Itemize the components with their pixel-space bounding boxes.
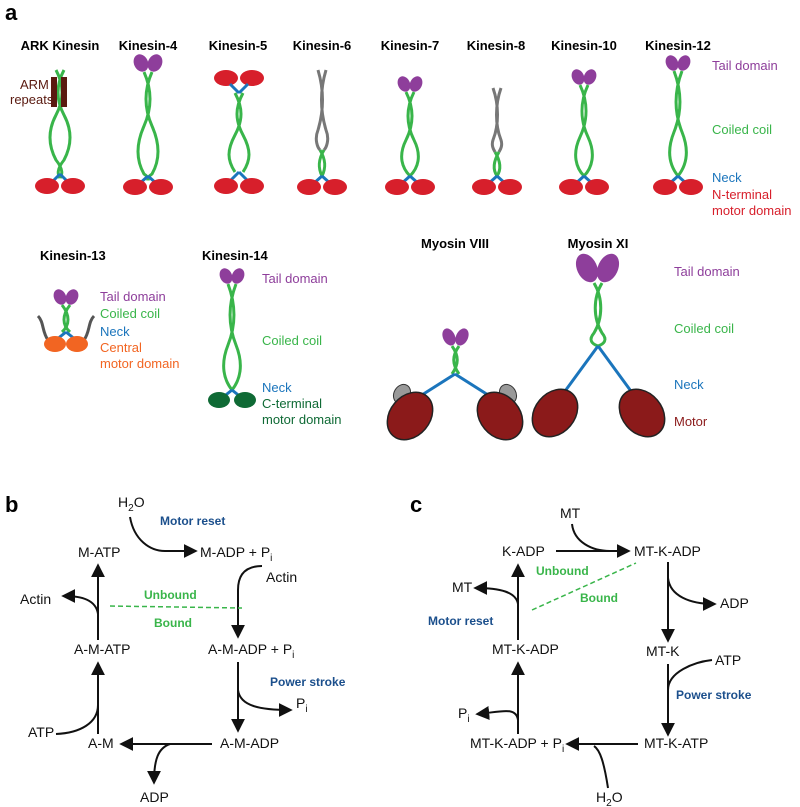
myosin-coil-label: Coiled coil xyxy=(674,321,734,336)
kinesin-6-glyph xyxy=(297,69,347,195)
myosin-xi-glyph xyxy=(531,253,666,438)
kinesin-5-glyph xyxy=(214,70,264,194)
kinesin-7-glyph xyxy=(385,76,435,195)
c-arrows xyxy=(473,523,717,789)
legend-neck: Neck xyxy=(712,170,742,185)
kinesin-4-glyph xyxy=(123,54,173,195)
b-divider xyxy=(109,605,243,609)
b-a-m-adp: A-M-ADP xyxy=(220,735,279,751)
b-motor-reset: Motor reset xyxy=(160,514,225,528)
name-kinesin-14: Kinesin-14 xyxy=(202,248,269,263)
c-mt-in: MT xyxy=(560,505,581,521)
b-actin-in: Actin xyxy=(266,569,297,585)
k13-coil-label: Coiled coil xyxy=(100,306,160,321)
kinesin-8-glyph xyxy=(472,87,522,195)
myosin-viii-glyph xyxy=(386,328,524,441)
b-atp: ATP xyxy=(28,724,54,740)
c-power-stroke: Power stroke xyxy=(676,688,752,702)
k13-tail-label: Tail domain xyxy=(100,289,166,304)
c-adp-out: ADP xyxy=(720,595,749,611)
k13-neck-label: Neck xyxy=(100,324,130,339)
b-a-m: A-M xyxy=(88,735,114,751)
kinesin-13-glyph xyxy=(36,289,96,352)
k13-motor-1: Central xyxy=(100,340,142,355)
c-divider xyxy=(531,562,637,611)
legend-coiled-coil: Coiled coil xyxy=(712,122,772,137)
k14-coil-label: Coiled coil xyxy=(262,333,322,348)
panel-c-label: c xyxy=(410,492,422,517)
arm-label-1: ARM xyxy=(20,77,49,92)
name-kinesin-10: Kinesin-10 xyxy=(551,38,617,53)
b-h2o: H2O xyxy=(118,494,145,514)
b-a-m-atp: A-M-ATP xyxy=(74,641,131,657)
b-a-m-adp-pi: A-M-ADP + Pi xyxy=(208,641,294,661)
b-pi-out: Pi xyxy=(296,695,308,715)
c-mt-k-adp-mid: MT-K-ADP xyxy=(492,641,559,657)
c-pi-out: Pi xyxy=(458,705,470,725)
b-m-adp-pi: M-ADP + Pi xyxy=(200,544,272,564)
k14-neck-label: Neck xyxy=(262,380,292,395)
name-ark-kinesin: ARK Kinesin xyxy=(21,38,100,53)
b-actin-out: Actin xyxy=(20,591,51,607)
k13-motor-2: motor domain xyxy=(100,356,179,371)
ark-kinesin-glyph xyxy=(35,69,85,194)
myosin-neck-label: Neck xyxy=(674,377,704,392)
b-adp: ADP xyxy=(140,789,169,805)
c-mt-out: MT xyxy=(452,579,473,595)
name-kinesin-6: Kinesin-6 xyxy=(293,38,352,53)
row1-names: ARK Kinesin Kinesin-4 Kinesin-5 Kinesin-… xyxy=(21,38,711,53)
c-k-adp: K-ADP xyxy=(502,543,545,559)
myosin-tail-label: Tail domain xyxy=(674,264,740,279)
c-unbound: Unbound xyxy=(536,564,589,578)
c-motor-reset: Motor reset xyxy=(428,614,493,628)
name-kinesin-13: Kinesin-13 xyxy=(40,248,106,263)
name-kinesin-7: Kinesin-7 xyxy=(381,38,440,53)
kinesin-12-glyph xyxy=(653,55,703,195)
c-mt-k: MT-K xyxy=(646,643,680,659)
c-mt-k-adp-pi: MT-K-ADP + Pi xyxy=(470,735,564,755)
legend-motor-1: N-terminal xyxy=(712,187,772,202)
b-m-atp: M-ATP xyxy=(78,544,121,560)
k14-motor-1: C-terminal xyxy=(262,396,322,411)
b-bound: Bound xyxy=(154,616,192,630)
name-kinesin-5: Kinesin-5 xyxy=(209,38,268,53)
panel-a-label: a xyxy=(5,0,18,25)
k14-motor-2: motor domain xyxy=(262,412,341,427)
kinesin-10-glyph xyxy=(559,69,609,195)
name-kinesin-8: Kinesin-8 xyxy=(467,38,526,53)
k14-tail-label: Tail domain xyxy=(262,271,328,286)
legend-motor-2: motor domain xyxy=(712,203,791,218)
panel-b-label: b xyxy=(5,492,18,517)
b-arrows xyxy=(55,516,293,785)
c-bound: Bound xyxy=(580,591,618,605)
kinesin-14-glyph xyxy=(208,268,256,408)
name-myosin-viii: Myosin VIII xyxy=(421,236,489,251)
legend-tail-domain: Tail domain xyxy=(712,58,778,73)
c-mt-k-atp: MT-K-ATP xyxy=(644,735,708,751)
arm-label-2: repeats xyxy=(10,92,54,107)
b-power-stroke: Power stroke xyxy=(270,675,346,689)
name-myosin-xi: Myosin XI xyxy=(568,236,629,251)
c-mt-k-adp-top: MT-K-ADP xyxy=(634,543,701,559)
name-kinesin-12: Kinesin-12 xyxy=(645,38,711,53)
b-unbound: Unbound xyxy=(144,588,197,602)
c-h2o: H2O xyxy=(596,789,623,807)
name-kinesin-4: Kinesin-4 xyxy=(119,38,178,53)
myosin-motor-label: Motor xyxy=(674,414,708,429)
c-atp-in: ATP xyxy=(715,652,741,668)
